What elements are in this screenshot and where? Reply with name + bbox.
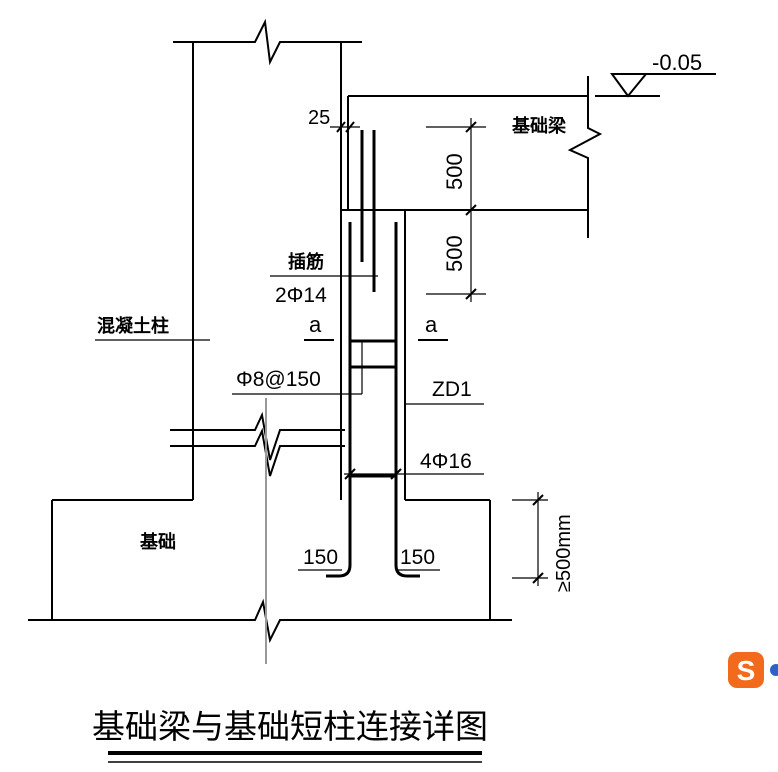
short-column-callout: ZD1	[405, 378, 484, 405]
foundation-beam-label: 基础梁	[511, 115, 567, 137]
main-bar-spec-label: 4Φ16	[420, 450, 472, 473]
dowel-spec-label: 2Φ14	[275, 284, 327, 307]
main-bar-callout: 4Φ16	[344, 450, 484, 480]
foundation-beam	[341, 76, 603, 238]
short-column	[340, 210, 406, 500]
dim-upper-label: 500	[442, 153, 467, 190]
main-bar-right	[394, 222, 420, 578]
hook-left-label: 150	[303, 546, 338, 569]
main-bar-left	[326, 222, 352, 578]
short-column-id: ZD1	[432, 378, 472, 401]
svg-text:S: S	[737, 655, 756, 686]
foundation-label: 基础	[139, 531, 176, 553]
concrete-column	[173, 18, 362, 500]
embed-depth-label: ≥500mm	[553, 514, 575, 592]
dowel-callout: 插筋 2Φ14	[270, 251, 378, 307]
hook-callouts: 150 150	[298, 546, 440, 571]
section-marks: a a	[304, 312, 448, 341]
reinforcement	[326, 130, 420, 578]
section-mark-left: a	[309, 312, 322, 337]
concrete-column-label: 混凝土柱	[97, 315, 169, 337]
stirrup-spec-label: Φ8@150	[236, 368, 321, 391]
drawing-title-text: 基础梁与基础短柱连接详图	[92, 707, 488, 746]
ground-beam-stub	[170, 411, 345, 477]
section-mark-right: a	[425, 312, 438, 337]
elevation-marker: -0.05	[595, 50, 716, 98]
dim-embed: ≥500mm	[512, 492, 575, 592]
dim-cover: 25	[308, 107, 360, 133]
dim-lower-label: 500	[442, 235, 467, 272]
stirrup-callout: Φ8@150	[232, 342, 363, 395]
hook-right-label: 150	[400, 546, 435, 569]
dim-cover-label: 25	[308, 107, 330, 129]
drawing-title: 基础梁与基础短柱连接详图	[92, 707, 488, 763]
dim-vertical: 500 500	[426, 118, 486, 302]
dowel-name-label: 插筋	[288, 251, 324, 273]
elevation-label: -0.05	[652, 50, 702, 75]
sogou-s-icon: S	[728, 652, 778, 688]
concrete-column-callout: 混凝土柱	[95, 315, 210, 341]
